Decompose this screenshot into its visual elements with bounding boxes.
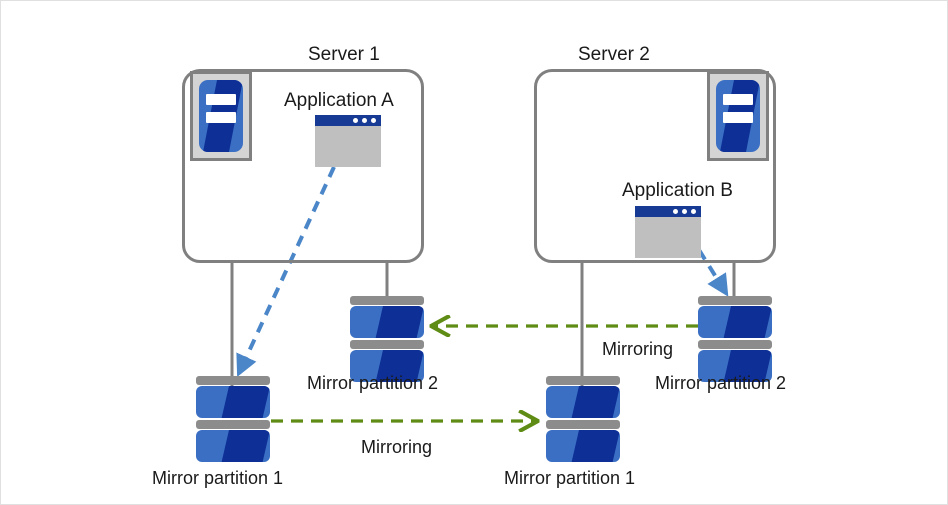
s2-mirror-partition-2-label: Mirror partition 2: [655, 373, 787, 393]
disk-stack-icon: [546, 376, 620, 462]
server-tower-slot-2: [206, 112, 236, 124]
disk-body-2: [698, 350, 772, 382]
window-dot-2: [362, 118, 367, 123]
application-a-label: Application A: [284, 90, 394, 111]
disk-body-2: [196, 430, 270, 462]
disk-body-1: [698, 306, 772, 338]
s1-mirror-partition-2-label: Mirror partition 2: [307, 373, 439, 393]
disk-body-2: [350, 350, 424, 382]
window-dot-1: [673, 209, 678, 214]
disk-cap-2: [698, 340, 772, 349]
server-1-box: [182, 69, 424, 263]
server-tower-slot-1: [206, 94, 236, 106]
disk-stack-icon: [698, 296, 772, 382]
window-dot-3: [691, 209, 696, 214]
mirroring-label-lower: Mirroring: [361, 437, 433, 457]
application-window-icon: [635, 206, 701, 258]
disk-body-1: [546, 386, 620, 418]
server-tower-body: [199, 80, 243, 152]
s1-mirror-partition-1-label: Mirror partition 1: [152, 468, 284, 488]
disk-cap-2: [546, 420, 620, 429]
application-window-titlebar: [635, 206, 701, 217]
disk-body-1: [350, 306, 424, 338]
server-tower-slot-1: [723, 94, 753, 106]
disk-stack-icon: [350, 296, 424, 382]
disk-stack-icon: [196, 376, 270, 462]
s2-mirror-partition-1-label: Mirror partition 1: [504, 468, 636, 488]
window-dot-3: [371, 118, 376, 123]
server-1-title: Server 1: [308, 44, 380, 65]
window-dot-2: [682, 209, 687, 214]
disk-cap-2: [350, 340, 424, 349]
disk-shading-1: [375, 306, 424, 338]
application-window-icon: [315, 115, 381, 167]
disk-cap-1: [350, 296, 424, 305]
server-tower-body: [716, 80, 760, 152]
disk-body-1: [196, 386, 270, 418]
app-b-access-arrow: [687, 232, 729, 297]
application-window-titlebar: [315, 115, 381, 126]
disk-shading-1: [571, 386, 620, 418]
server-2-title: Server 2: [578, 44, 650, 65]
server-tower-icon: [707, 71, 769, 161]
disk-shading-1: [221, 386, 270, 418]
disk-body-2: [546, 430, 620, 462]
window-dot-1: [353, 118, 358, 123]
disk-shading-1: [723, 306, 772, 338]
disk-shading-2: [571, 430, 620, 462]
disk-shading-2: [221, 430, 270, 462]
mirroring-label-upper: Mirroring: [602, 339, 674, 359]
application-b-label: Application B: [622, 180, 733, 201]
disk-cap-2: [196, 420, 270, 429]
disk-cap-1: [196, 376, 270, 385]
server-2-box: [534, 69, 776, 263]
disk-cap-1: [698, 296, 772, 305]
server-tower-icon: [190, 71, 252, 161]
disk-cap-1: [546, 376, 620, 385]
server-tower-slot-2: [723, 112, 753, 124]
